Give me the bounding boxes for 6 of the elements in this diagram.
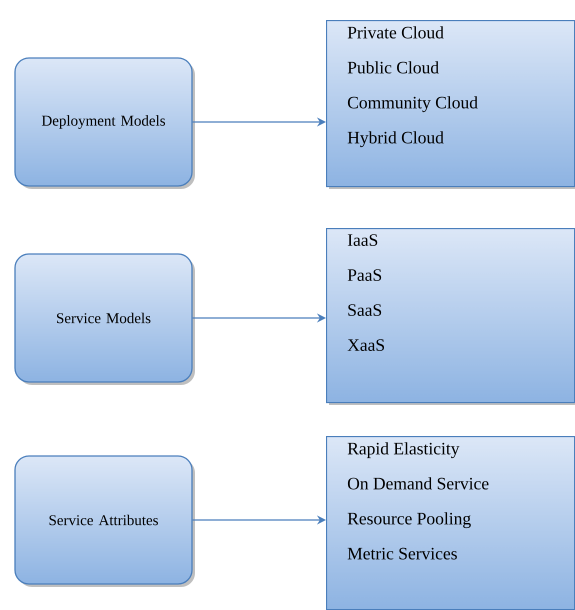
rounded-box: Deployment Models	[14, 57, 195, 189]
rounded-box: Service Attributes	[14, 455, 195, 587]
list-box: Rapid Elasticity On Demand Service Resource Pooling Metric Services	[326, 436, 575, 610]
list-box: Private Cloud Public Cloud Community Cloud Hybrid Cloud	[326, 20, 575, 189]
list-box: IaaS PaaS SaaS XaaS	[326, 228, 575, 405]
rounded-box: Service Models	[14, 253, 195, 385]
